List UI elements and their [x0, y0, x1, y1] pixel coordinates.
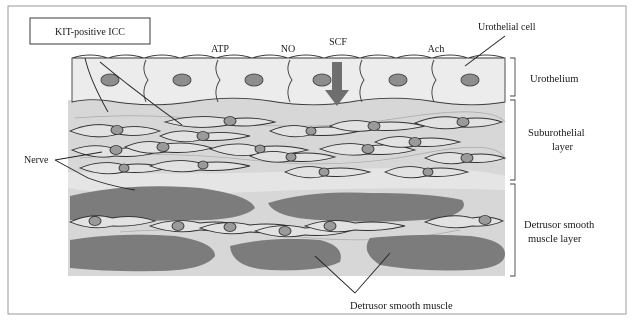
- urothelial-nucleus: [389, 74, 407, 86]
- mediator-atp-label: ATP: [211, 44, 229, 55]
- urothelial-nucleus: [245, 74, 263, 86]
- icc-nucleus: [286, 153, 296, 161]
- icc-nucleus: [324, 222, 336, 231]
- suburothelial-label-line2: layer: [552, 142, 573, 153]
- legend-box: KIT-positive ICC: [30, 18, 150, 44]
- legend-label: KIT-positive ICC: [55, 27, 125, 38]
- icc-nucleus: [306, 127, 316, 135]
- icc-nucleus: [368, 122, 380, 131]
- muscle-bundle: [230, 239, 341, 270]
- icc-nucleus: [224, 223, 236, 232]
- detrusor-smooth-muscle-label: Detrusor smooth muscle: [350, 301, 453, 312]
- suburothelial-label-line1: Suburothelial: [528, 128, 585, 139]
- icc-nucleus: [362, 145, 374, 154]
- muscle-bundle: [268, 192, 464, 221]
- icc-nucleus: [479, 216, 491, 225]
- icc-nucleus: [157, 143, 169, 152]
- icc-nucleus: [197, 132, 209, 141]
- urothelial-nucleus: [313, 74, 331, 86]
- icc-nucleus: [111, 126, 123, 135]
- icc-nucleus: [224, 117, 236, 126]
- icc-nucleus: [461, 154, 473, 163]
- icc-nucleus: [89, 217, 101, 226]
- icc-nucleus: [409, 138, 421, 147]
- urothelial-nucleus: [173, 74, 191, 86]
- detrusor-label-line2: muscle layer: [528, 234, 582, 245]
- mediator-no-label: NO: [281, 44, 295, 55]
- mediator-ach-label: Ach: [428, 44, 445, 55]
- icc-nucleus: [119, 164, 129, 172]
- icc-nucleus: [279, 227, 291, 236]
- muscle-bundle: [367, 235, 505, 271]
- mediator-scf-label: SCF: [329, 37, 347, 48]
- icc-nucleus: [110, 146, 122, 155]
- detrusor-label-line1: Detrusor smooth: [524, 220, 595, 231]
- muscle-bundle: [70, 235, 215, 272]
- urothelial-cell-label: Urothelial cell: [478, 22, 536, 33]
- icc-nucleus: [172, 222, 184, 231]
- nerve-label: Nerve: [24, 155, 49, 166]
- icc-nucleus: [457, 118, 469, 127]
- urothelium-layer: [72, 55, 505, 105]
- icc-nucleus: [319, 168, 329, 176]
- urothelial-nucleus: [461, 74, 479, 86]
- icc-nucleus: [423, 168, 433, 176]
- icc-nucleus: [198, 161, 208, 169]
- urothelium-label: Urothelium: [530, 74, 578, 85]
